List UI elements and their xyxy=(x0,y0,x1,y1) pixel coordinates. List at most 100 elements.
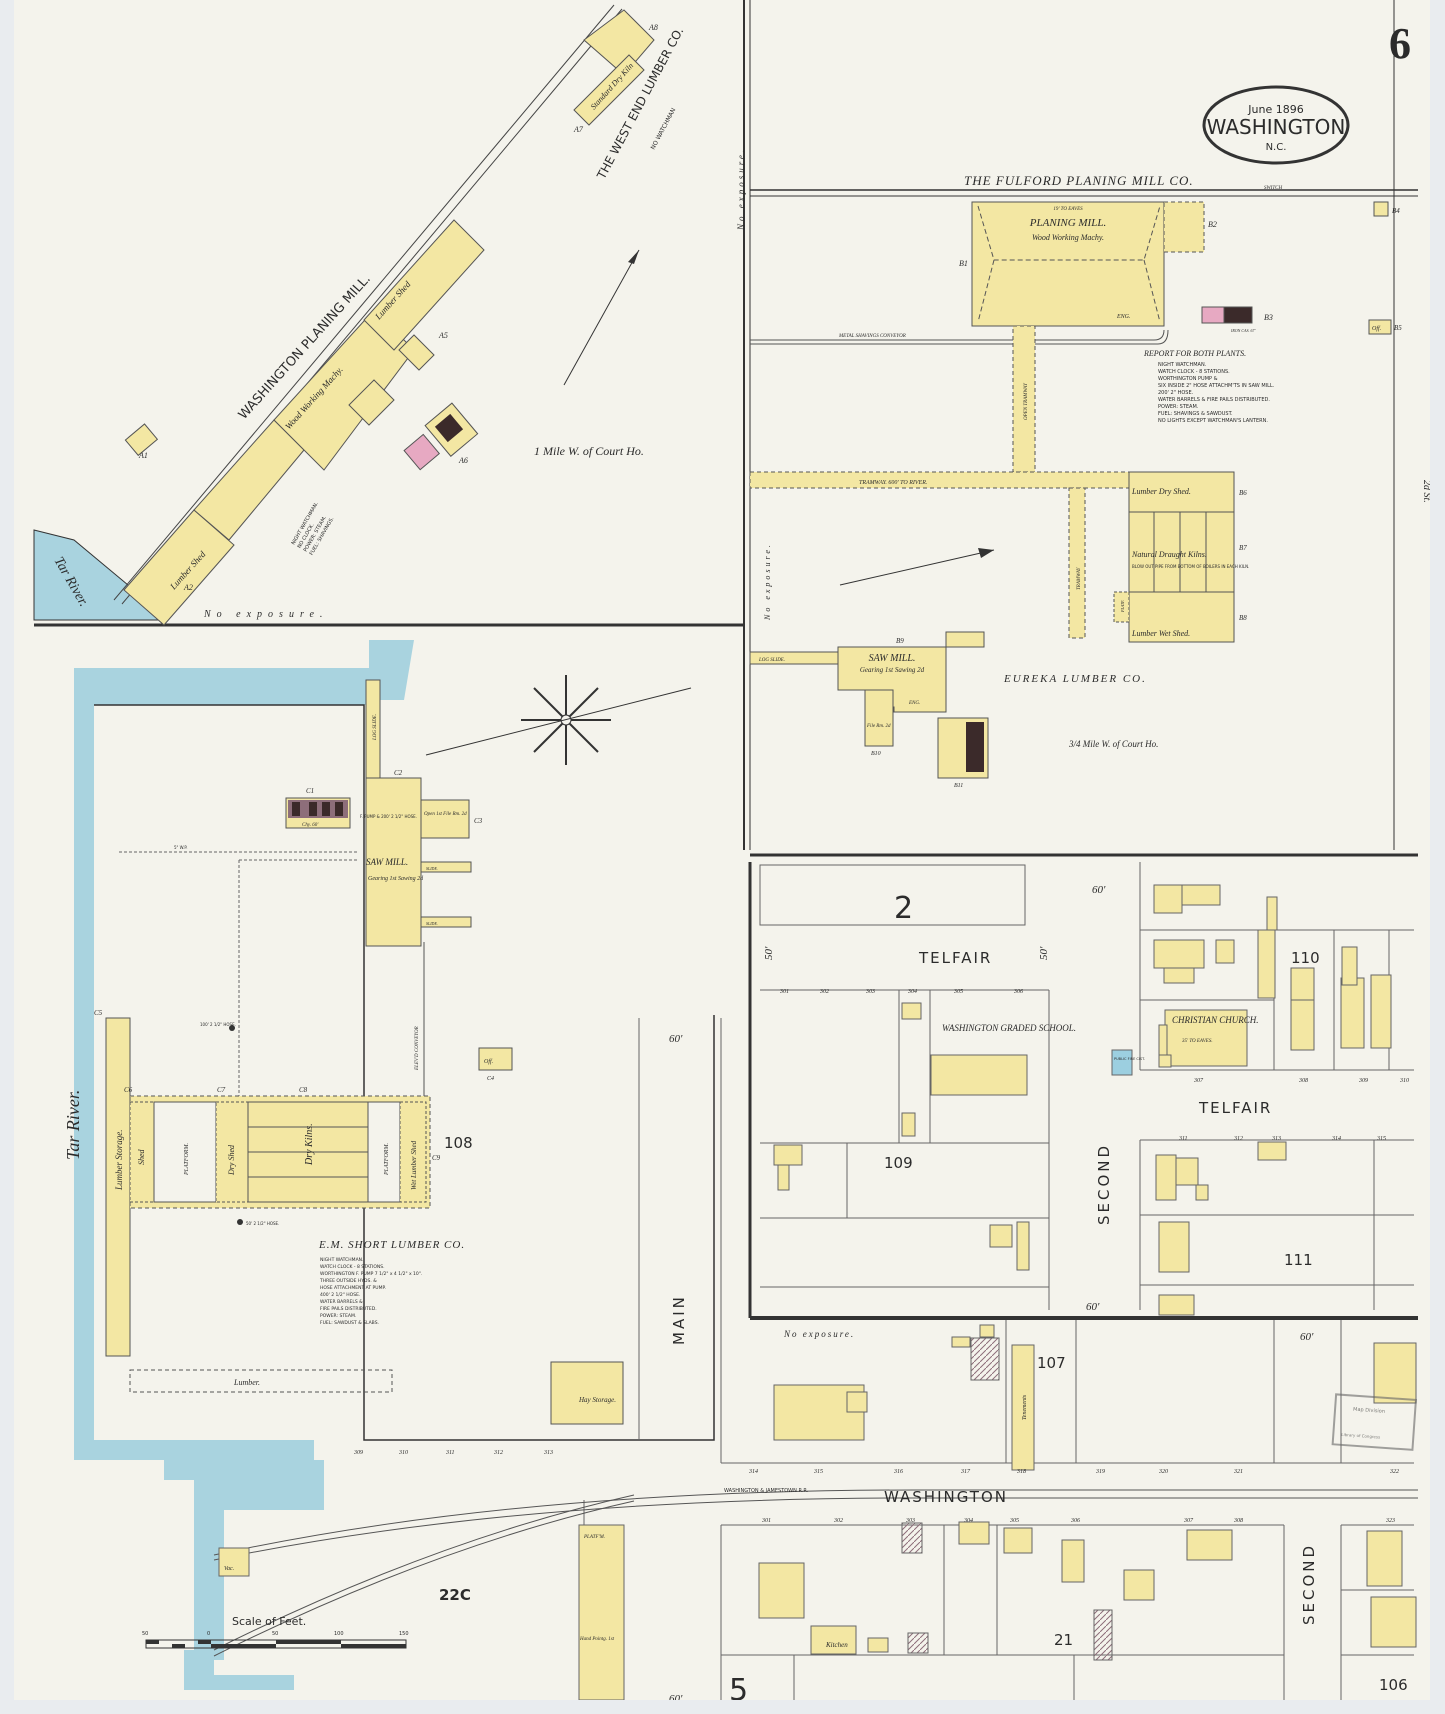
svg-text:SIX INSIDE 2" HOSE ATTACHM'TS: SIX INSIDE 2" HOSE ATTACHM'TS IN SAW MIL… xyxy=(1158,383,1275,389)
svg-text:304: 304 xyxy=(907,988,917,995)
svg-text:METAL SHAVINGS CONVEYOR: METAL SHAVINGS CONVEYOR xyxy=(838,334,906,339)
svg-text:60': 60' xyxy=(1092,884,1106,896)
svg-text:B5: B5 xyxy=(1394,324,1402,332)
fulford-report: REPORT FOR BOTH PLANTS. NIGHT WATCHMAN. … xyxy=(1143,349,1275,424)
svg-text:C7: C7 xyxy=(217,1086,226,1094)
svg-text:306: 306 xyxy=(1013,989,1023,995)
street-labels: TELFAIR TELFAIR SECOND SECOND MAIN WASHI… xyxy=(670,949,1318,1625)
svg-text:400' 2 1/2" HOSE.: 400' 2 1/2" HOSE. xyxy=(320,1292,360,1298)
svg-text:Wet Lumber Shed: Wet Lumber Shed xyxy=(410,1140,418,1190)
svg-text:PLATF.: PLATF. xyxy=(1120,600,1125,613)
svg-text:B9: B9 xyxy=(896,637,904,645)
svg-text:NIGHT WATCHMAN.: NIGHT WATCHMAN. xyxy=(320,1257,363,1263)
svg-text:Lumber Dry Shed.: Lumber Dry Shed. xyxy=(1131,487,1191,496)
svg-text:315: 315 xyxy=(1376,1136,1386,1142)
svg-text:C6: C6 xyxy=(124,1086,133,1094)
svg-text:315: 315 xyxy=(813,1469,823,1475)
svg-text:200' 2" HOSE.: 200' 2" HOSE. xyxy=(1158,390,1194,396)
svg-text:No exposure.: No exposure. xyxy=(783,1329,855,1339)
svg-text:B2: B2 xyxy=(1208,220,1217,229)
short-report: NIGHT WATCHMAN. WATCH CLOCK - 8 STATIONS… xyxy=(319,1257,422,1326)
svg-text:21: 21 xyxy=(1054,1631,1073,1649)
svg-text:NIGHT WATCHMAN.: NIGHT WATCHMAN. xyxy=(1158,362,1207,368)
svg-text:106: 106 xyxy=(1379,1676,1408,1694)
svg-text:Tar River.: Tar River. xyxy=(63,1090,83,1160)
svg-text:309: 309 xyxy=(353,1450,363,1456)
svg-text:B3: B3 xyxy=(1264,313,1273,322)
svg-text:PLANING MILL.: PLANING MILL. xyxy=(1029,217,1106,229)
town-blocks xyxy=(583,862,1414,1700)
svg-text:LOG SLIDE.: LOG SLIDE. xyxy=(758,658,785,663)
svg-text:File Rm. 2d: File Rm. 2d xyxy=(866,724,891,729)
svg-text:107: 107 xyxy=(1037,1354,1066,1372)
svg-text:50': 50' xyxy=(763,946,775,960)
svg-text:302: 302 xyxy=(833,1518,843,1524)
svg-text:313: 313 xyxy=(1271,1136,1281,1142)
svg-text:TRAMWAY. 600' TO RIVER.: TRAMWAY. 600' TO RIVER. xyxy=(859,480,927,486)
svg-text:314: 314 xyxy=(1331,1135,1341,1142)
svg-text:SECOND: SECOND xyxy=(1095,1143,1113,1225)
svg-text:NO WATCHMAN: NO WATCHMAN xyxy=(650,107,678,151)
svg-text:N.C.: N.C. xyxy=(1266,142,1287,153)
svg-text:E.M. SHORT LUMBER CO.: E.M. SHORT LUMBER CO. xyxy=(318,1239,465,1251)
svg-text:PLATFORM.: PLATFORM. xyxy=(384,1143,390,1176)
svg-text:Hand Pointg. 1st: Hand Pointg. 1st xyxy=(579,1637,615,1642)
svg-text:Library of Congress: Library of Congress xyxy=(1341,1432,1380,1440)
svg-text:320: 320 xyxy=(1158,1469,1168,1475)
svg-text:WASHINGTON & JAMESTOWN R.R.: WASHINGTON & JAMESTOWN R.R. xyxy=(724,1488,809,1494)
svg-text:No exposure.: No exposure. xyxy=(203,609,328,620)
svg-text:Vac.: Vac. xyxy=(224,1566,234,1572)
svg-text:311: 311 xyxy=(445,1450,455,1456)
svg-text:19' TO EAVES: 19' TO EAVES xyxy=(1053,207,1083,212)
svg-text:WATCH CLOCK - 8 STATIONS.: WATCH CLOCK - 8 STATIONS. xyxy=(320,1264,385,1270)
panel-dividers xyxy=(34,0,1418,1320)
svg-text:109: 109 xyxy=(884,1154,913,1172)
svg-text:EUREKA LUMBER CO.: EUREKA LUMBER CO. xyxy=(1003,673,1147,685)
svg-text:OPEN TRAMWAY: OPEN TRAMWAY xyxy=(1024,382,1029,420)
compass-rose xyxy=(425,675,692,765)
svg-text:HOSE ATTACHMENT AT PUMP.: HOSE ATTACHMENT AT PUMP. xyxy=(320,1285,386,1291)
svg-text:307: 307 xyxy=(1183,1518,1194,1524)
svg-text:SWITCH: SWITCH xyxy=(1264,186,1282,191)
svg-text:B6: B6 xyxy=(1239,489,1247,497)
svg-text:318: 318 xyxy=(1016,1469,1026,1475)
svg-text:PUBLIC FIRE CIST.: PUBLIC FIRE CIST. xyxy=(1114,1057,1145,1061)
svg-text:A5: A5 xyxy=(438,331,448,340)
church-label: CHRISTIAN CHURCH. xyxy=(1172,1015,1259,1025)
sanborn-map-sheet: 6 June 1896 WASHINGTON N.C. Tar River. W… xyxy=(14,0,1430,1700)
svg-text:Dry Shed: Dry Shed xyxy=(227,1144,236,1176)
svg-text:Tenements: Tenements xyxy=(1022,1394,1028,1420)
svg-text:SLIDE.: SLIDE. xyxy=(426,921,438,926)
svg-text:WASHINGTON: WASHINGTON xyxy=(1207,115,1346,139)
svg-text:A2: A2 xyxy=(183,583,193,592)
block-number-108: 108 xyxy=(444,1134,473,1152)
panel-west-end: Tar River. WASHINGTON PLANING MILL. THE … xyxy=(33,4,746,626)
svg-text:REPORT FOR BOTH PLANTS.: REPORT FOR BOTH PLANTS. xyxy=(1143,349,1246,358)
svg-text:Wood Working Machy.: Wood Working Machy. xyxy=(1032,233,1104,242)
svg-text:SECOND: SECOND xyxy=(1300,1543,1318,1625)
svg-text:A8: A8 xyxy=(648,23,658,32)
svg-text:317: 317 xyxy=(960,1469,971,1475)
svg-text:Off.: Off. xyxy=(484,1058,493,1065)
svg-text:301: 301 xyxy=(779,989,789,995)
svg-text:Lumber Storage.: Lumber Storage. xyxy=(114,1130,124,1192)
svg-text:60': 60' xyxy=(1299,1699,1313,1700)
svg-text:B10: B10 xyxy=(871,751,881,757)
svg-text:Chy. 60': Chy. 60' xyxy=(302,823,319,828)
svg-text:C3: C3 xyxy=(474,817,483,825)
svg-text:305: 305 xyxy=(953,989,963,995)
svg-text:BLOW OUT PIPE FROM BOTTOM OF B: BLOW OUT PIPE FROM BOTTOM OF BOILERS IN … xyxy=(1132,564,1249,569)
svg-text:306: 306 xyxy=(1070,1518,1080,1524)
svg-text:PLATF'M.: PLATF'M. xyxy=(583,1535,605,1540)
svg-text:305: 305 xyxy=(1009,1518,1019,1524)
svg-text:C8: C8 xyxy=(299,1086,308,1094)
public-fire-cistern xyxy=(1111,1049,1133,1076)
svg-text:F. PUMP & 200' 2 1/2" HOSE.: F. PUMP & 200' 2 1/2" HOSE. xyxy=(360,814,417,819)
svg-text:ENG.: ENG. xyxy=(908,701,920,706)
svg-text:B8: B8 xyxy=(1239,614,1247,622)
block-numbers: 2 109 110 111 107 106 21 5 22C xyxy=(439,891,1408,1700)
svg-text:WATER BARRELS &: WATER BARRELS & xyxy=(320,1299,363,1305)
svg-text:C4: C4 xyxy=(487,1075,494,1082)
svg-text:POWER: STEAM.: POWER: STEAM. xyxy=(1158,404,1199,410)
svg-text:303: 303 xyxy=(865,989,875,995)
